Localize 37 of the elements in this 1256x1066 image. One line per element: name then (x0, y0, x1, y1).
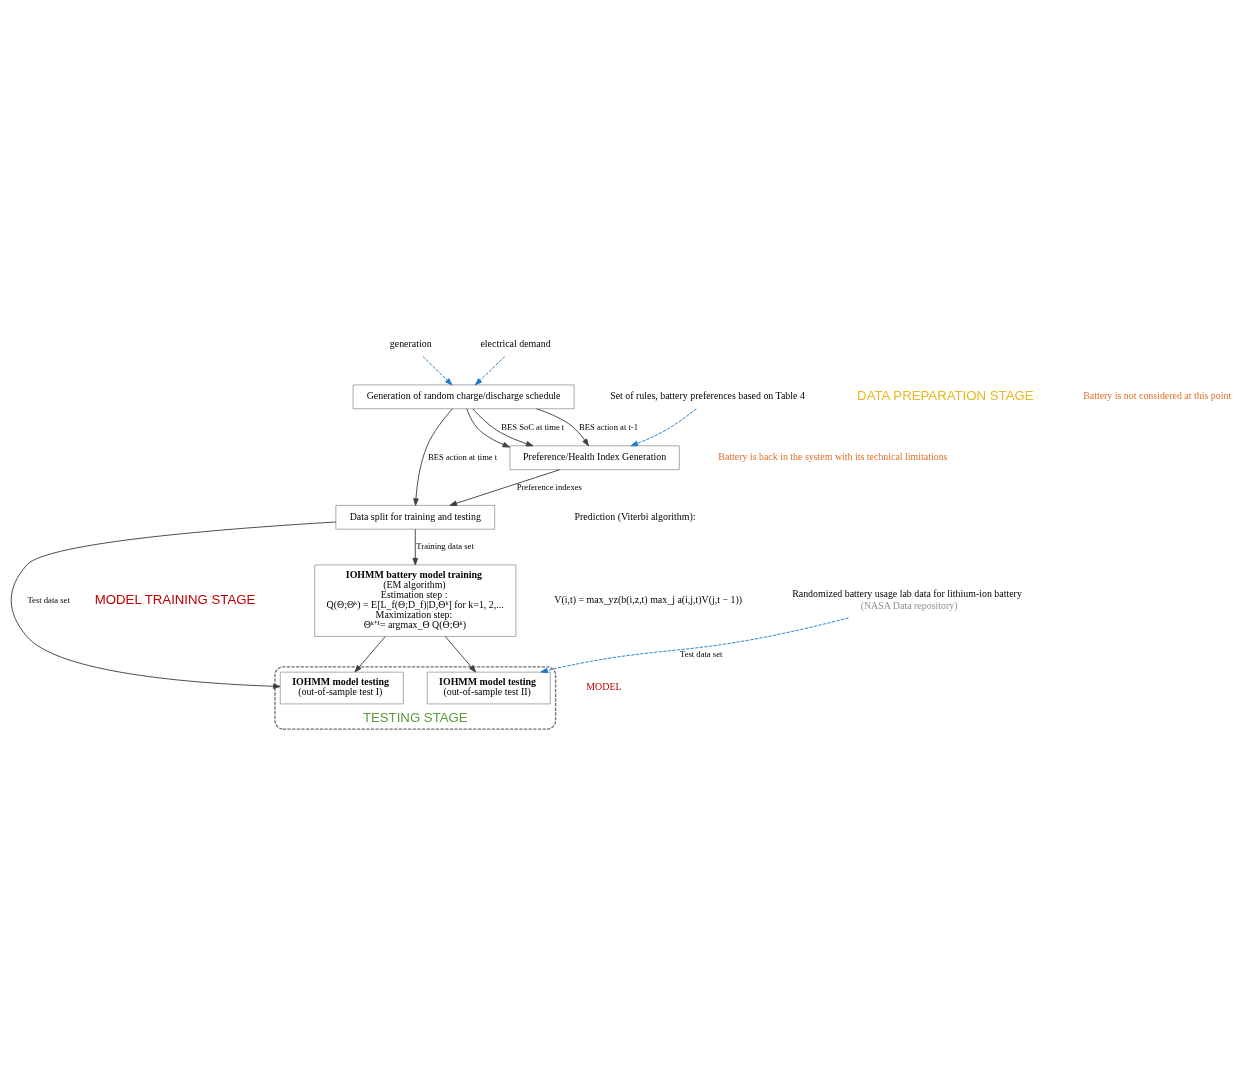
arrow (472, 407, 534, 446)
label: Battery is back in the system with its technical limitations (718, 450, 948, 462)
node-text: electrical demand (480, 337, 551, 349)
arrow (474, 355, 506, 385)
edge-label: BES action at time t (427, 451, 498, 462)
arrow (444, 635, 477, 672)
arrow (422, 355, 453, 385)
arrow (540, 616, 849, 673)
node-box: IOHMM model testing (out-of-sample test I) (279, 671, 404, 704)
node-box: Preference/Health Index Generation (509, 445, 680, 470)
label: Prediction (Viterbi algorithm): (574, 510, 696, 522)
node-text: Randomized battery usage lab data for lithium-ion battery (NASA Data repository) (792, 587, 1022, 611)
edge-label: BES SoC at time t (501, 421, 565, 432)
edge-label: Training data set (416, 540, 474, 551)
edge-label: Test data set (680, 648, 723, 659)
label: MODEL TRAINING STAGE (94, 591, 256, 607)
node-box: IOHMM model testing (out-of-sample test II) (426, 671, 551, 704)
node-box: Data split for training and testing (335, 504, 496, 530)
node-text: Set of rules, battery preferences based on Table 4 (610, 389, 805, 401)
edge-label: BES action at t-1 (579, 421, 638, 432)
arrow (10, 521, 337, 689)
arrow (630, 407, 697, 446)
arrow (354, 635, 386, 672)
node-box: Generation of random charge/discharge schedule (352, 384, 575, 409)
edge-label: Preference indexes (516, 481, 582, 492)
arrow (449, 468, 561, 506)
node-text: generation (389, 337, 432, 349)
arrow (536, 407, 589, 446)
edge-label: Test data set (27, 594, 70, 605)
label: Battery is not considered at this point (1083, 389, 1232, 401)
node-box: IOHMM battery model training (EM algorithm) Estimation step : Q(Θ;Θᵏ) = E[L_f(Θ;D_f)|D,Θᵏ] for k=1, 2,... Maximization step: Θᵏ⁺¹= argmax_Θ Q(Θ;Θᵏ) (314, 564, 517, 637)
label: DATA PREPARATION STAGE (857, 387, 1034, 403)
label: MODEL (586, 680, 622, 692)
label: V(i,t) = max_yz(b(i,z,t) max_j a(i,j,t)V(j,t − 1)) (554, 593, 743, 605)
arrow (412, 528, 419, 565)
arrow (466, 407, 511, 448)
arrow (413, 407, 454, 506)
